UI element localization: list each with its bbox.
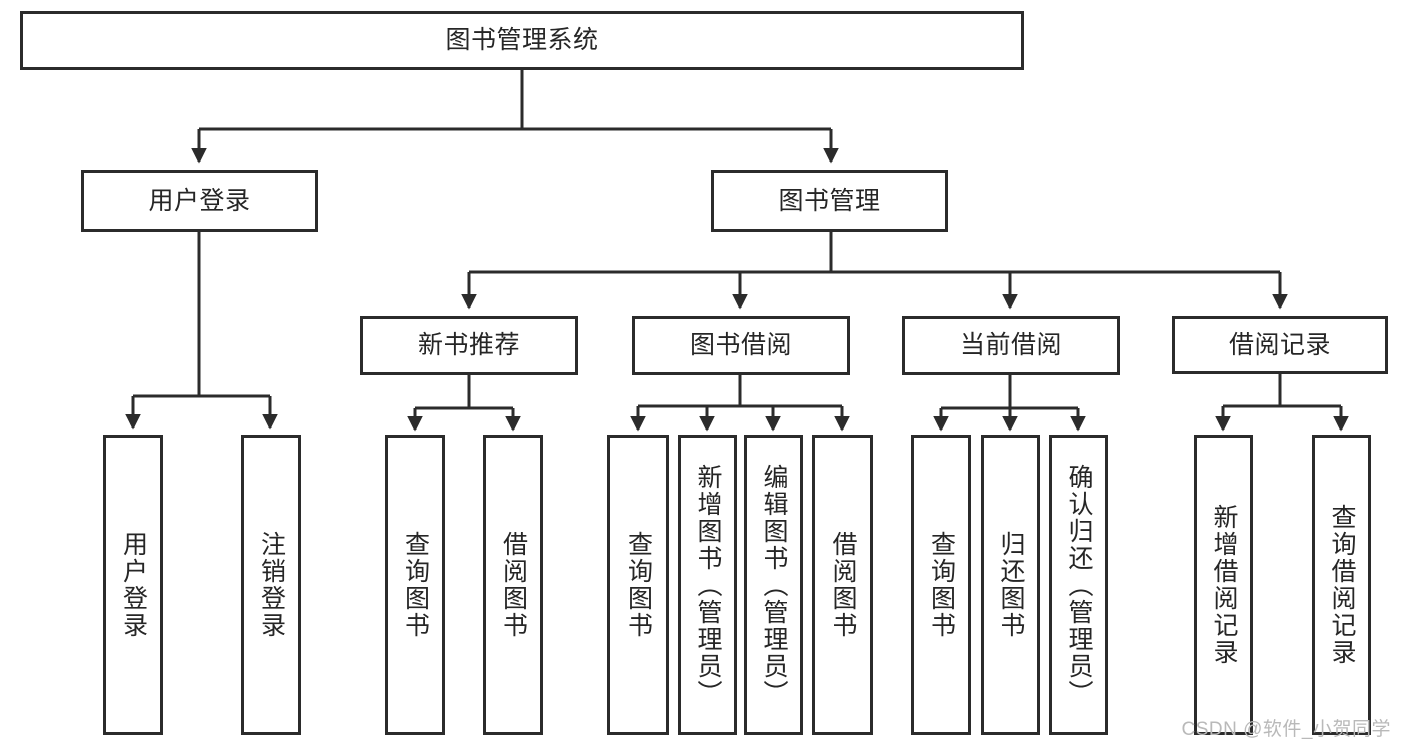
node-label: 查询图书	[927, 531, 956, 639]
leaf-new-book-query-book[interactable]: 查询图书	[385, 435, 445, 735]
node-label: 用户登录	[148, 186, 251, 215]
node-label: 确认归还（管理员）	[1065, 463, 1093, 707]
node-new-book-recommend[interactable]: 新书推荐	[360, 316, 578, 375]
leaf-current-borrow-confirm-return-admin[interactable]: 确认归还（管理员）	[1049, 435, 1108, 735]
node-label: 编辑图书（管理员）	[760, 463, 788, 707]
node-label: 查询借阅记录	[1328, 504, 1356, 666]
leaf-book-borrow-borrow-book[interactable]: 借阅图书	[812, 435, 873, 735]
leaf-current-borrow-query-book[interactable]: 查询图书	[911, 435, 971, 735]
leaf-borrow-record-add-record[interactable]: 新增借阅记录	[1194, 435, 1253, 735]
leaf-borrow-record-query-record[interactable]: 查询借阅记录	[1312, 435, 1371, 735]
leaf-book-borrow-add-book-admin[interactable]: 新增图书（管理员）	[678, 435, 737, 735]
node-book-borrow[interactable]: 图书借阅	[632, 316, 850, 375]
leaf-user-login-login[interactable]: 用户登录	[103, 435, 163, 735]
node-label: 注销登录	[257, 531, 286, 639]
leaf-new-book-borrow-book[interactable]: 借阅图书	[483, 435, 543, 735]
node-label: 新书推荐	[417, 331, 520, 360]
node-label: 图书借阅	[689, 331, 792, 360]
node-current-borrow[interactable]: 当前借阅	[902, 316, 1120, 375]
node-label: 借阅图书	[499, 531, 528, 639]
node-label: 归还图书	[997, 531, 1025, 639]
leaf-user-login-logout[interactable]: 注销登录	[241, 435, 301, 735]
node-root-system[interactable]: 图书管理系统	[20, 11, 1024, 70]
node-label: 借阅记录	[1228, 330, 1331, 359]
node-borrow-record[interactable]: 借阅记录	[1172, 316, 1388, 374]
csdn-watermark: CSDN @软件_小贺同学	[1181, 719, 1391, 740]
node-label: 图书管理系统	[445, 26, 599, 55]
leaf-current-borrow-return-book[interactable]: 归还图书	[981, 435, 1040, 735]
node-label: 新增图书（管理员）	[694, 463, 722, 707]
node-label: 用户登录	[119, 531, 148, 639]
node-label: 查询图书	[624, 531, 653, 639]
node-user-login[interactable]: 用户登录	[81, 170, 318, 232]
leaf-book-borrow-edit-book-admin[interactable]: 编辑图书（管理员）	[744, 435, 803, 735]
node-label: 借阅图书	[829, 531, 857, 639]
node-label: 图书管理	[778, 186, 881, 215]
node-label: 当前借阅	[959, 331, 1062, 360]
node-label: 查询图书	[401, 531, 430, 639]
node-label: 新增借阅记录	[1210, 504, 1238, 666]
leaf-book-borrow-query-book[interactable]: 查询图书	[607, 435, 669, 735]
node-book-management[interactable]: 图书管理	[711, 170, 948, 232]
